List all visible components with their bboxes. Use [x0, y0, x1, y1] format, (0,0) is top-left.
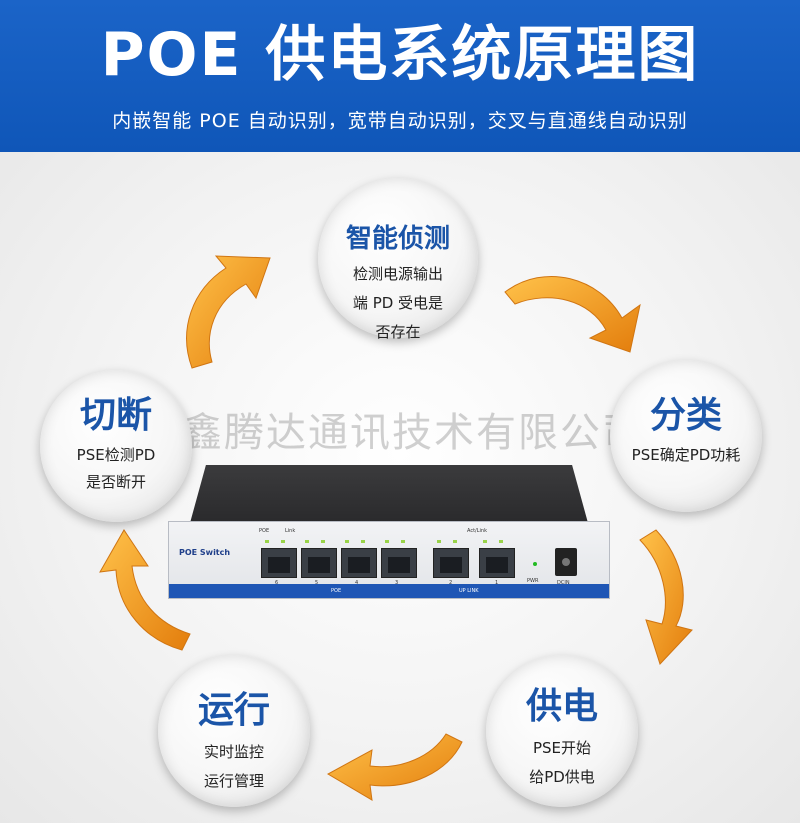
- port-led: [499, 540, 503, 543]
- switch-blue-strip: POE UP LINK: [169, 584, 609, 598]
- poe-group-label: POE: [331, 588, 341, 594]
- uplink-label: UP LINK: [459, 588, 479, 594]
- ethernet-port-5: [301, 548, 337, 578]
- port-led: [483, 540, 487, 543]
- port-led: [281, 540, 285, 543]
- switch-front-panel: POE Switch POE Link Act/Link 6 5 4 3 2 1…: [168, 521, 610, 599]
- page-title: POE 供电系统原理图: [0, 6, 800, 93]
- node-detect-title: 智能侦测: [318, 218, 478, 255]
- switch-brand-label: POE Switch: [179, 548, 230, 557]
- ethernet-port-3: [381, 548, 417, 578]
- node-operate-line-2: 运行管理: [158, 772, 310, 791]
- port-led: [361, 540, 365, 543]
- link-led-label: Link: [285, 528, 295, 534]
- poe-led-label: POE: [259, 528, 269, 534]
- node-power-title: 供电: [486, 677, 638, 729]
- poe-switch-device: POE Switch POE Link Act/Link 6 5 4 3 2 1…: [168, 465, 610, 605]
- node-classify-line-1: PSE确定PD功耗: [610, 446, 762, 465]
- node-operate-title: 运行: [158, 681, 310, 733]
- port-led: [321, 540, 325, 543]
- page-subtitle: 内嵌智能 POE 自动识别，宽带自动识别，交叉与直通线自动识别: [0, 106, 800, 133]
- port-led: [401, 540, 405, 543]
- actlink-label: Act/Link: [467, 528, 487, 534]
- node-detect-line-1: 检测电源输出: [318, 265, 478, 284]
- node-detect-line-2: 端 PD 受电是: [318, 294, 478, 313]
- node-power-line-1: PSE开始: [486, 739, 638, 758]
- switch-top-panel: [190, 465, 588, 523]
- header-banner: POE 供电系统原理图 内嵌智能 POE 自动识别，宽带自动识别，交叉与直通线自…: [0, 0, 800, 152]
- ethernet-port-6: [261, 548, 297, 578]
- node-classify: 分类 PSE确定PD功耗: [610, 360, 762, 512]
- node-power-line-2: 给PD供电: [486, 768, 638, 787]
- node-operate-line-1: 实时监控: [158, 743, 310, 762]
- ethernet-port-4: [341, 548, 377, 578]
- node-detect: 智能侦测 检测电源输出 端 PD 受电是 否存在: [318, 178, 478, 338]
- port-led: [453, 540, 457, 543]
- port-led: [385, 540, 389, 543]
- node-disconnect-line-1: PSE检测PD: [40, 446, 192, 465]
- port-led: [345, 540, 349, 543]
- port-led: [265, 540, 269, 543]
- ethernet-port-2: [433, 548, 469, 578]
- dc-power-jack: [555, 548, 577, 576]
- node-power: 供电 PSE开始 给PD供电: [486, 655, 638, 807]
- power-led: [533, 562, 537, 566]
- port-led: [437, 540, 441, 543]
- port-led: [305, 540, 309, 543]
- node-disconnect-title: 切断: [40, 386, 192, 438]
- node-detect-line-3: 否存在: [318, 323, 478, 342]
- node-operate: 运行 实时监控 运行管理: [158, 655, 310, 807]
- ethernet-port-1: [479, 548, 515, 578]
- node-classify-title: 分类: [610, 386, 762, 438]
